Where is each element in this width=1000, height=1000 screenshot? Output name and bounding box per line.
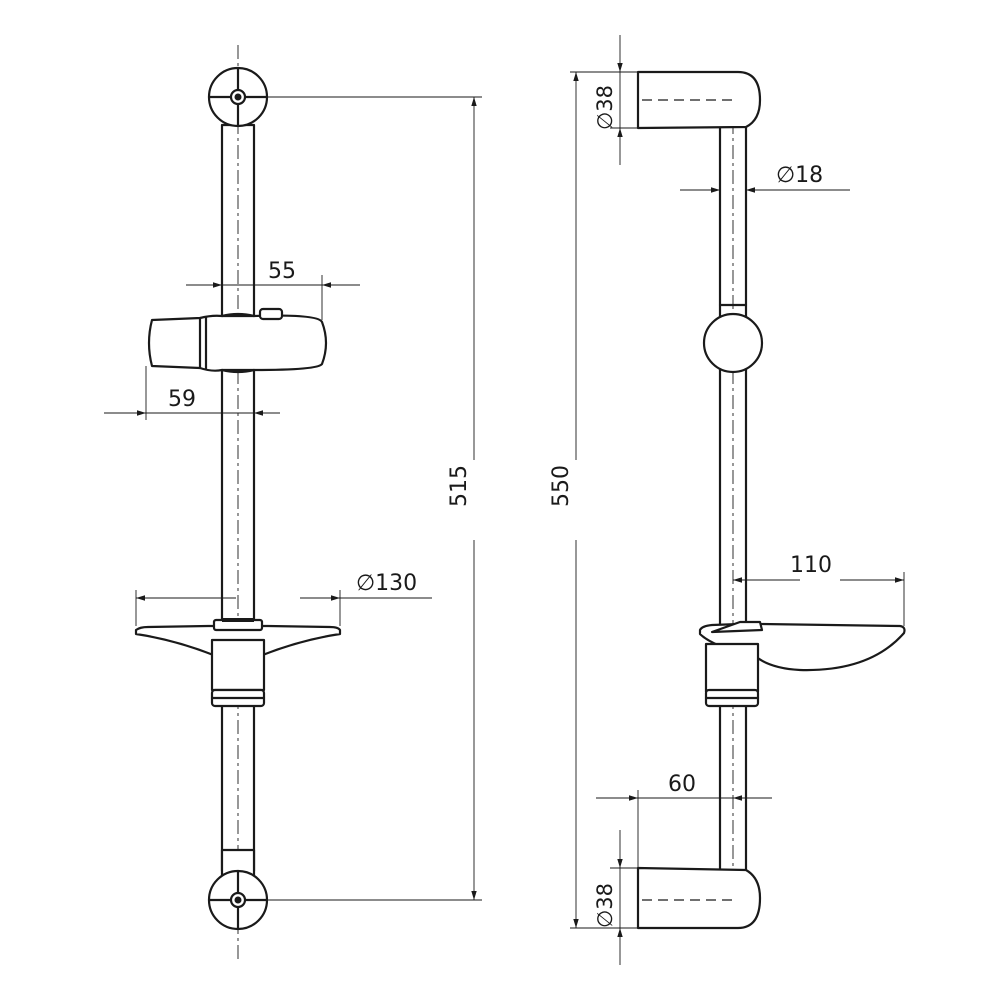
dim-bottom-bracket-diameter: ∅38	[593, 830, 638, 965]
dim-rail-diameter: ∅18	[680, 163, 850, 193]
dim-rail-centers: 515	[266, 96, 482, 901]
side-slider-knob	[702, 312, 764, 374]
dim-dish-depth-label: 110	[790, 553, 832, 578]
dim-top-bracket-diameter-label: ∅38	[593, 85, 617, 130]
dim-top-bracket-diameter: ∅38	[570, 35, 638, 165]
front-bottom-bracket	[207, 848, 269, 931]
front-top-bracket	[207, 66, 269, 128]
side-bottom-bracket	[636, 866, 762, 930]
dim-slider-width: 55	[186, 259, 360, 320]
dim-slider-width-label: 55	[268, 259, 296, 284]
dim-slider-offset: 59	[104, 366, 280, 420]
side-soap-dish	[698, 620, 906, 708]
front-slider	[147, 307, 328, 374]
front-soap-dish	[134, 618, 342, 708]
dim-dish-diameter: ∅130	[135, 571, 432, 626]
dim-slider-offset-label: 59	[168, 387, 196, 412]
dim-wall-offset: 60	[596, 772, 772, 868]
dim-dish-depth: 110	[733, 553, 905, 626]
dim-rail-centers-label: 515	[447, 465, 472, 507]
dim-dish-diameter-label: ∅130	[356, 571, 417, 596]
dim-bottom-bracket-diameter-label: ∅38	[593, 883, 617, 928]
side-view: ∅38 ∅18 550 110 60	[549, 35, 906, 965]
dim-rail-diameter-label: ∅18	[776, 163, 823, 188]
dim-overall-height-label: 550	[549, 465, 574, 507]
dim-wall-offset-label: 60	[668, 772, 696, 797]
front-view: 55 59 ∅130 515	[104, 45, 482, 960]
side-top-bracket	[636, 70, 762, 130]
dim-overall-height: 550	[549, 72, 638, 929]
